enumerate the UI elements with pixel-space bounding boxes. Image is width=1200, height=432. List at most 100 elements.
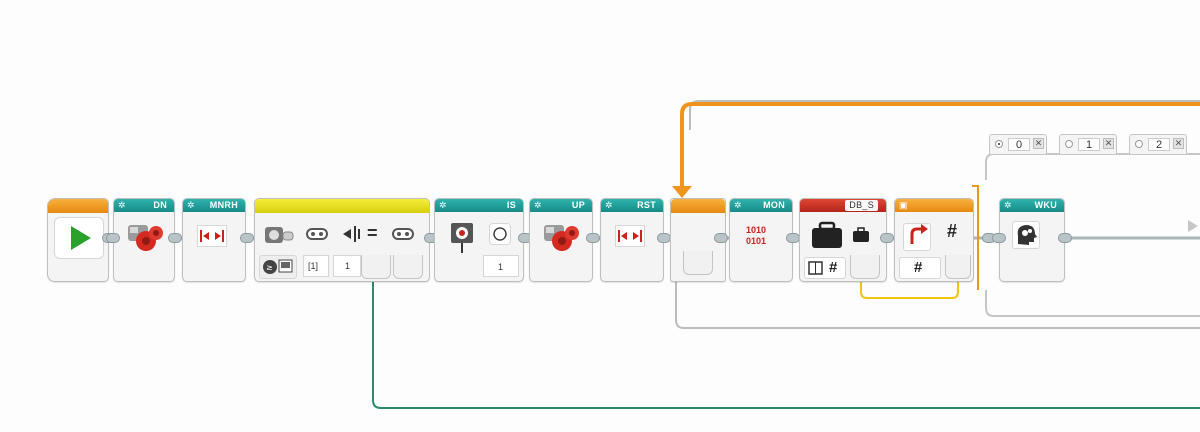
motor-block-up[interactable]: ✲ UP [529,198,593,282]
threshold-input[interactable]: 1 [333,255,361,277]
sequence-plug[interactable] [168,233,182,243]
start-icon-frame [54,217,104,259]
reset-block-mnrh[interactable]: ✲ MNRH [182,198,246,282]
hash-symbol: # [947,221,958,241]
brain-icon-frame [1012,221,1040,249]
loop-return-arrowhead [672,186,692,198]
value-input[interactable]: 1 [483,255,519,277]
gear-icon: ✲ [605,200,613,210]
briefcase-small-icon [853,227,869,242]
block-header [255,199,429,213]
book-hash-icon [808,261,823,275]
sequence-plug[interactable] [106,233,120,243]
block-title: MNRH [209,200,238,210]
block-header: ✲MON [730,199,792,212]
output-slot[interactable] [393,255,423,279]
block-title: DB_S [845,200,878,211]
sequence-plug[interactable] [240,233,254,243]
switch-tab-1[interactable]: 1 ✕ [1059,134,1117,154]
brain-icon [1017,225,1037,245]
brick-block-wku[interactable]: ✲ WKU [992,198,1065,282]
block-header: ✲DN [114,199,174,212]
threshold-icon [343,226,360,242]
loop-interrupt-block[interactable]: ▣ # # [894,198,974,282]
value-text[interactable]: 1 [498,262,504,272]
sequence-plug[interactable] [1058,233,1072,243]
data-wire-green [372,278,1200,409]
name-input[interactable]: # [899,257,941,279]
close-icon[interactable]: ✕ [1033,138,1044,149]
tab-radio[interactable] [995,140,1003,148]
mode-selector[interactable]: ≥ [259,255,297,279]
comparison-operator: = [367,223,378,243]
output-slot[interactable] [850,255,880,279]
reset-block-rst[interactable]: ✲RST [600,198,664,282]
compare-icon [265,227,294,243]
loop-header [671,199,725,213]
sequence-plug[interactable] [880,233,894,243]
binary-line: 1010 [746,225,767,235]
hash-symbol: # [914,259,923,276]
sequence-plug[interactable] [657,233,671,243]
start-block[interactable] [47,198,109,282]
output-slot[interactable] [361,255,391,279]
compare-block[interactable]: = ≥ [1] 1 [254,198,430,282]
gear-icon: ✲ [187,200,195,210]
sequence-plug[interactable] [586,233,600,243]
threshold-value[interactable]: 1 [345,261,351,271]
block-header: DB_S [800,199,886,212]
mode-selector[interactable]: # [804,257,846,279]
sensor-port-icon [306,228,328,240]
block-header: ✲ MNRH [183,199,245,212]
block-header: ▣ [895,199,973,212]
messaging-block-mon[interactable]: ✲MON 1010 0101 [729,198,793,282]
loop-back-icon [910,224,928,244]
svg-text:≥: ≥ [266,263,273,272]
sensor-block-is[interactable]: ✲IS 1 [434,198,524,282]
block-title: WKU [1034,200,1057,210]
output-slot[interactable] [945,255,971,279]
loop-return-wire [680,102,1200,192]
block-header: ✲IS [435,199,523,212]
block-header: ✲RST [601,199,663,212]
hash-symbol: # [829,259,838,276]
block-title: DN [153,200,167,210]
switch-tab-2[interactable]: 2 ✕ [1129,134,1187,154]
loop-index-slot[interactable] [683,251,713,275]
motor-icon [544,225,579,251]
motor-icon [128,225,163,251]
block-title: UP [571,200,585,210]
switch-tab-0[interactable]: 0 ✕ [989,134,1047,154]
loop-frame-bottom [675,238,1200,329]
tab-label[interactable]: 0 [1008,138,1030,151]
port-value[interactable]: [1] [308,261,319,271]
close-icon[interactable]: ✕ [1173,138,1184,149]
close-icon[interactable]: ✕ [1103,138,1114,149]
port-input[interactable]: [1] [303,255,329,277]
motor-block-dn[interactable]: ✲DN [106,198,175,282]
sequence-plug[interactable] [992,233,1006,243]
mode-icon: ≥ [263,259,293,274]
mode-circle-icon [493,227,507,241]
gear-icon: ✲ [1004,200,1012,210]
sequence-plug[interactable] [786,233,800,243]
play-icon [71,226,91,250]
file-block-db-s[interactable]: DB_S # [799,198,887,282]
switch-frame-bottom [985,290,1200,317]
sensor-icon [451,223,473,253]
binary-line: 0101 [746,236,767,246]
reset-arrows-icon [200,230,224,242]
block-header: ✲ WKU [1000,199,1064,212]
loop-back-icon-frame [903,223,931,251]
window-icon: ▣ [899,200,908,210]
tab-radio[interactable] [1065,140,1073,148]
gear-icon: ✲ [534,200,542,210]
gear-icon: ✲ [439,200,447,210]
tab-label[interactable]: 1 [1078,138,1100,151]
reset-icon-frame [615,225,645,247]
tab-label[interactable]: 2 [1148,138,1170,151]
start-header [48,199,108,213]
tab-radio[interactable] [1135,140,1143,148]
sequence-plug[interactable] [714,233,728,243]
block-title: MON [763,200,785,210]
